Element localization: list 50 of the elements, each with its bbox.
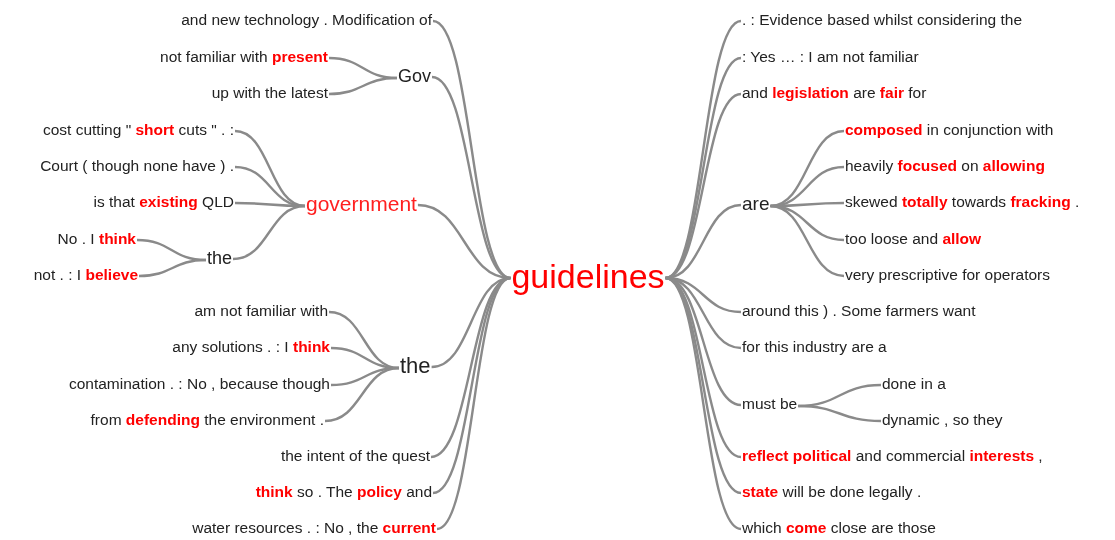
branch-word: Gov [398, 64, 431, 88]
phrase-text: contamination . : No , because though [68, 374, 330, 394]
phrase-text: Court ( though none have ) . [40, 156, 234, 176]
branch-line [436, 276, 512, 531]
branch-line [770, 129, 845, 208]
branch-line [664, 19, 742, 280]
phrase-text: for this industry are a [742, 337, 887, 357]
phrase-text: around this ) . Some farmers want [742, 301, 976, 321]
root-word: guidelines [511, 254, 665, 298]
phrase-text: the intent of the quest [280, 446, 430, 466]
phrase-text: must be [742, 394, 798, 414]
branch-line [798, 404, 882, 423]
phrase-text: cost cutting " short cuts " . : [42, 120, 234, 140]
phrase-text: No . I think [57, 229, 136, 249]
phrase-text: very prescriptive for operators [845, 265, 1051, 285]
branch-word: the [400, 352, 431, 380]
phrase-text: and new technology . Modification of [181, 10, 432, 30]
phrase-text: dynamic , so they [882, 410, 1003, 430]
phrase-text: am not familiar with [194, 301, 328, 321]
phrase-text: and legislation are fair for [742, 83, 927, 103]
phrase-text: done in a [882, 374, 946, 394]
branch-line [431, 75, 511, 280]
branch-line [770, 204, 845, 278]
phrase-text: is that existing QLD [93, 192, 234, 212]
phrase-text: which come close are those [742, 518, 936, 538]
phrase-text: think so . The policy and [255, 482, 432, 502]
branch-line [232, 204, 306, 261]
branch-word: are [742, 192, 770, 216]
branch-line [665, 203, 742, 280]
phrase-text: from defending the environment . [90, 410, 324, 430]
branch-line [234, 129, 306, 208]
branch-word: the [207, 246, 233, 270]
phrase-text: . : Evidence based whilst considering the [742, 10, 1023, 30]
branch-line [432, 19, 512, 280]
phrase-text: not familiar with present [160, 47, 328, 67]
branch-word: government [306, 190, 417, 218]
branch-line [324, 366, 400, 423]
phrase-text: reflect political and commercial interests , [742, 446, 1043, 466]
phrase-text: up with the latest [211, 83, 328, 103]
phrase-text: water resources . : No , the current [192, 518, 436, 538]
branch-line [328, 76, 398, 96]
phrase-text: skewed totally towards fracking . [845, 192, 1080, 212]
phrase-text: heavily focused on allowing [845, 156, 1045, 176]
phrase-text: too loose and allow [845, 229, 982, 249]
phrase-text: not . : I believe [33, 265, 138, 285]
phrase-text: any solutions . : I think [172, 337, 330, 357]
phrase-text: : Yes … : I am not familiar [742, 47, 919, 67]
phrase-text: composed in conjunction with [845, 120, 1054, 140]
phrase-text: state will be done legally . [742, 482, 922, 502]
branch-line [138, 258, 207, 278]
